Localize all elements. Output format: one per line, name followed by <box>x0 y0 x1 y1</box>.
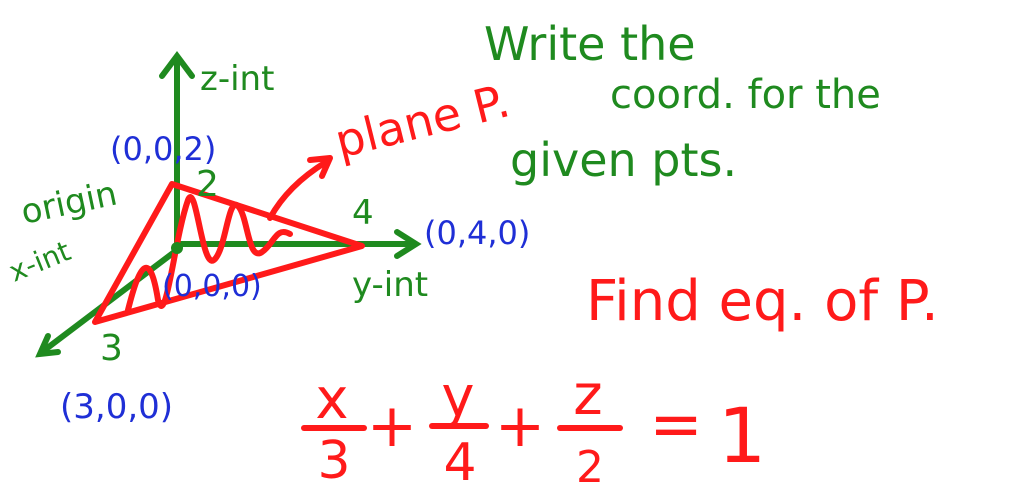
x-axis-arrowhead <box>35 333 61 358</box>
z-intercept-value: 2 <box>196 164 219 205</box>
x-denominator: 3 <box>317 431 350 491</box>
instruction-line-2: coord. for the <box>610 72 881 118</box>
equals-sign: = <box>649 388 703 462</box>
y-axis-arrowhead <box>394 229 422 259</box>
plus-sign-1: + <box>367 391 417 461</box>
task-text: Find eq. of P. <box>586 269 939 334</box>
plane-p <box>92 155 365 325</box>
z-int-label: z-int <box>200 59 274 99</box>
origin-point-coords: (0,0,0) <box>162 269 262 304</box>
y-point-coords: (0,4,0) <box>424 214 530 252</box>
instruction-line-1: Write the <box>484 17 696 71</box>
instruction-line-3: given pts. <box>510 133 737 187</box>
plane-equation: x 3 + y 4 + z 2 = 1 <box>301 363 766 493</box>
equation-rhs: 1 <box>718 391 766 480</box>
origin-label: origin <box>18 174 121 233</box>
z-numerator: z <box>573 363 602 428</box>
z-point-coords: (0,0,2) <box>110 130 216 168</box>
y-denominator: 4 <box>443 433 476 493</box>
x-intercept-value: 3 <box>100 328 123 369</box>
plane-hatching <box>125 194 293 313</box>
plane-label-arrowhead <box>307 155 333 179</box>
y-numerator: y <box>441 365 474 430</box>
plane-label-arrow <box>267 159 329 221</box>
y-int-label: y-int <box>352 265 428 305</box>
z-denominator: 2 <box>576 442 604 493</box>
plane-triangle <box>92 181 365 325</box>
plane-label: plane P. <box>330 73 515 168</box>
z-axis-arrowhead <box>159 51 195 79</box>
y-intercept-value: 4 <box>352 193 374 233</box>
x-numerator: x <box>315 367 348 432</box>
x-int-label: x-int <box>4 234 75 288</box>
plus-sign-2: + <box>495 391 545 461</box>
x-point-coords: (3,0,0) <box>60 387 173 427</box>
origin-dot <box>171 242 183 254</box>
